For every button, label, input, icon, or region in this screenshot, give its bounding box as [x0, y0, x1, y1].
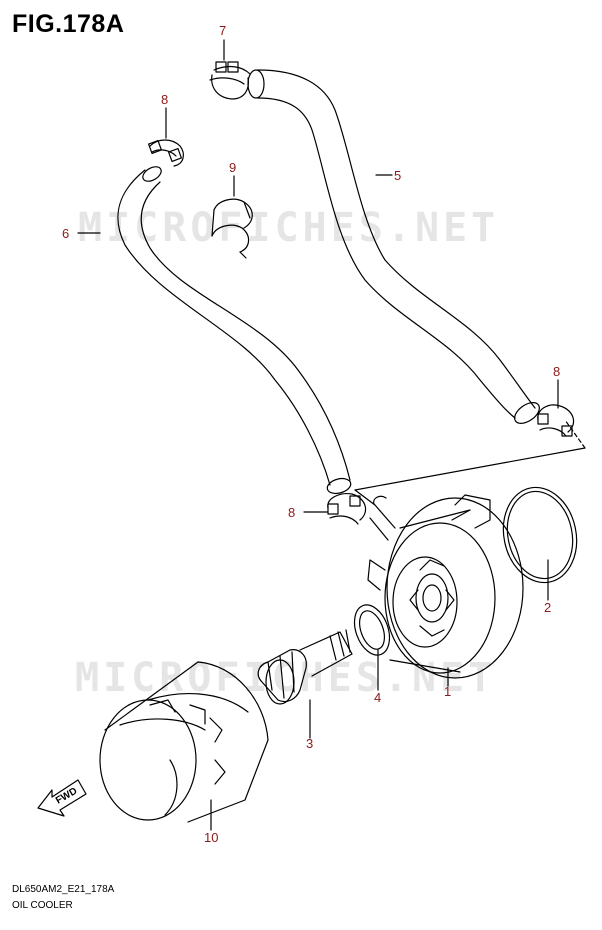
callout-9: 9 [229, 160, 236, 175]
figure-code: DL650AM2_E21_178A [12, 884, 115, 895]
gasket-4 [353, 604, 391, 656]
leader-lines [77, 39, 559, 831]
fwd-arrow-icon: FWD [37, 779, 87, 817]
clamp-8-top [147, 139, 184, 167]
union-bolt-3 [257, 629, 353, 705]
reference-lines [354, 419, 586, 506]
callouts: 7 8 9 5 6 8 8 2 4 1 3 10 [62, 23, 560, 845]
callout-7: 7 [219, 23, 226, 38]
oil-cooler-1 [367, 494, 524, 679]
callout-1: 1 [444, 684, 451, 699]
clamp-9 [211, 198, 253, 259]
callout-5: 5 [394, 168, 401, 183]
callout-4: 4 [374, 690, 381, 705]
callout-3: 3 [306, 736, 313, 751]
hose-6 [117, 166, 352, 495]
oil-filter-10 [99, 661, 269, 823]
hose-5 [247, 69, 540, 424]
callout-8-mid: 8 [288, 505, 295, 520]
clamp-7 [209, 61, 251, 100]
figure-caption: OIL COOLER [12, 900, 73, 911]
callout-8-right: 8 [553, 364, 560, 379]
figure-title: FIG.178A [12, 10, 125, 38]
clamp-8-right [537, 404, 575, 437]
clamp-8-mid [327, 493, 367, 525]
fwd-label: FWD [54, 786, 79, 807]
callout-6: 6 [62, 226, 69, 241]
callout-8-top: 8 [161, 92, 168, 107]
callout-10: 10 [204, 830, 218, 845]
callout-2: 2 [544, 600, 551, 615]
o-ring-2 [502, 486, 578, 584]
